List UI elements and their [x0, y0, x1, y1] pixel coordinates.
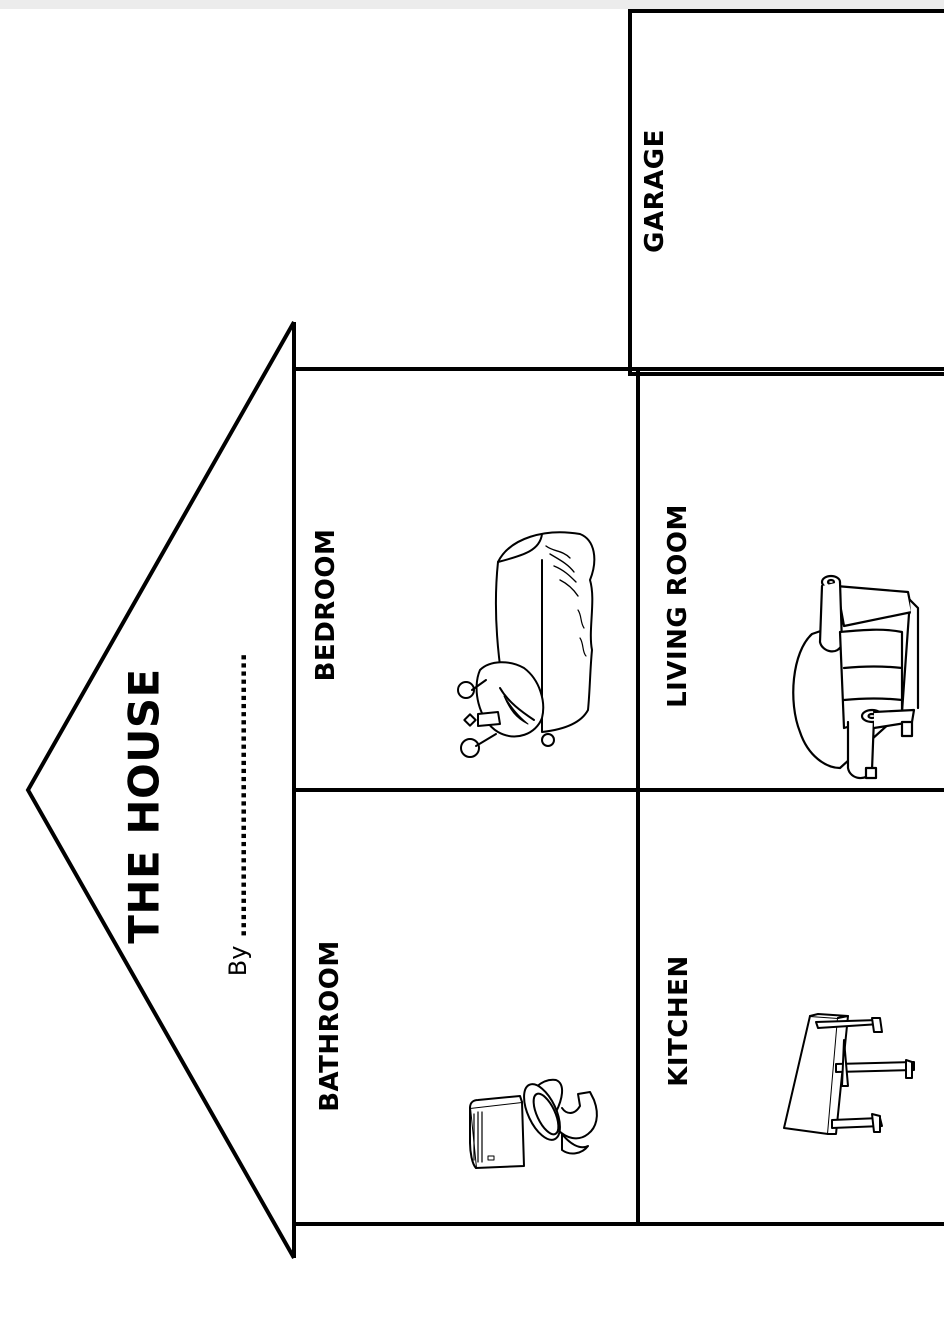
page-title: THE HOUSE [119, 668, 169, 944]
name-blank: ................................... [224, 653, 252, 938]
garage-box [628, 9, 944, 376]
garage-label: GARAGE [640, 129, 670, 253]
toilet-icon [469, 1078, 598, 1169]
roof [25, 321, 296, 1259]
byline: By ................................... [224, 654, 252, 976]
table-icon [783, 1013, 915, 1135]
living-room-label: LIVING ROOM [663, 504, 693, 708]
bathroom-label: BATHROOM [315, 940, 345, 1112]
sofa-icon [792, 574, 920, 780]
byline-prefix: By [224, 945, 252, 977]
kitchen-label: KITCHEN [664, 955, 694, 1087]
top-bar [0, 0, 944, 9]
bed-icon [457, 531, 596, 758]
bedroom-label: BEDROOM [311, 528, 341, 682]
